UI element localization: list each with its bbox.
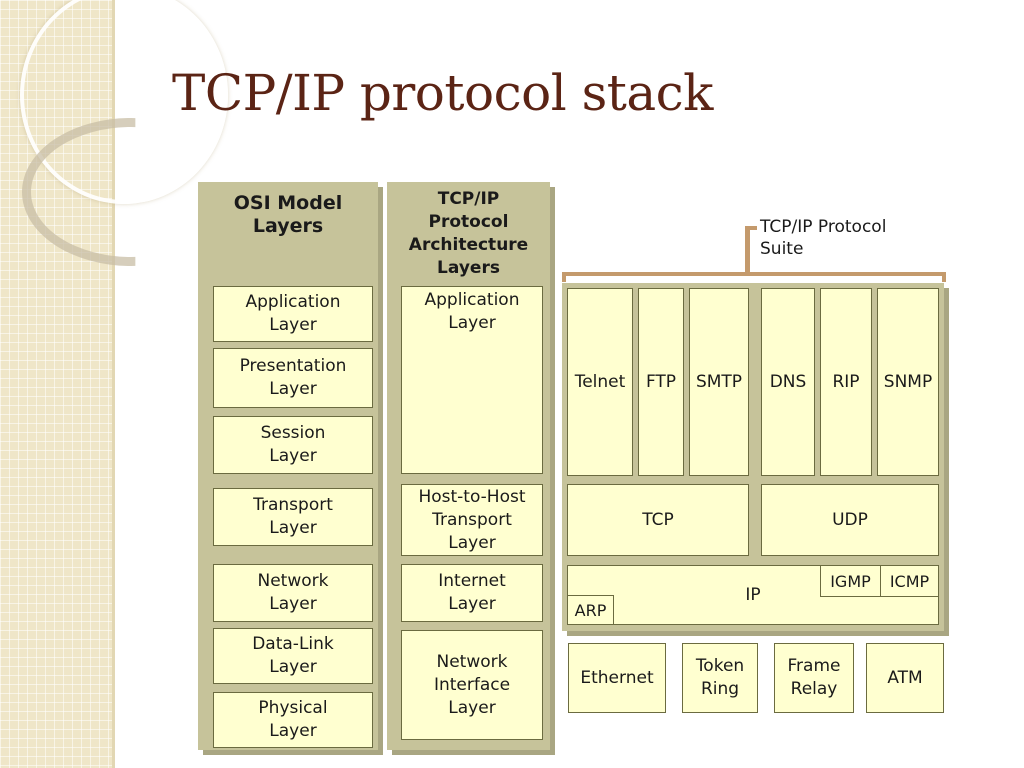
network-frame-relay: Frame Relay — [774, 643, 854, 713]
suite-label: TCP/IP Protocol Suite — [760, 217, 887, 259]
suite-bracket — [562, 272, 946, 276]
osi-session-layer: Session Layer — [213, 416, 373, 474]
osi-transport-layer: Transport Layer — [213, 488, 373, 546]
arch-internet-layer: Internet Layer — [401, 564, 543, 622]
osi-network-layer: Network Layer — [213, 564, 373, 622]
tcpip-architecture-column: TCP/IP Protocol Architecture Layers Appl… — [387, 182, 550, 750]
arch-application-layer: Application Layer — [401, 286, 543, 474]
protocol-smtp: SMTP — [689, 288, 749, 476]
suite-bracket — [942, 272, 946, 282]
protocol-ip-label: IP — [745, 584, 761, 605]
suite-bracket — [562, 272, 566, 282]
osi-application-layer: Application Layer — [213, 286, 373, 342]
arch-network-interface-layer: Network Interface Layer — [401, 630, 543, 740]
arch-host-to-host-transport-layer: Host-to-Host Transport Layer — [401, 484, 543, 556]
protocol-tcp: TCP — [567, 484, 749, 556]
protocol-dns: DNS — [761, 288, 815, 476]
network-token-ring: Token Ring — [682, 643, 758, 713]
suite-bracket — [745, 226, 750, 274]
osi-data-link-layer: Data-Link Layer — [213, 628, 373, 684]
osi-presentation-layer: Presentation Layer — [213, 348, 373, 408]
tcpip-architecture-header: TCP/IP Protocol Architecture Layers — [408, 189, 529, 278]
protocol-arp: ARP — [567, 595, 614, 625]
protocol-rip: RIP — [820, 288, 872, 476]
network-ethernet: Ethernet — [568, 643, 666, 713]
protocol-suite-panel: Telnet FTP SMTP DNS RIP SNMP TCP UDP IP … — [562, 283, 944, 631]
protocol-igmp: IGMP — [820, 565, 881, 597]
osi-header: OSI Model Layers — [233, 192, 343, 237]
protocol-telnet: Telnet — [567, 288, 633, 476]
osi-physical-layer: Physical Layer — [213, 692, 373, 748]
protocol-udp: UDP — [761, 484, 939, 556]
slide-title: TCP/IP protocol stack — [172, 64, 713, 122]
osi-column: OSI Model Layers Application Layer Prese… — [198, 182, 378, 750]
protocol-ftp: FTP — [638, 288, 684, 476]
protocol-snmp: SNMP — [877, 288, 939, 476]
protocol-icmp: ICMP — [880, 565, 939, 597]
suite-bracket — [745, 226, 757, 230]
decorative-stripe-edge — [112, 0, 115, 768]
network-atm: ATM — [866, 643, 944, 713]
